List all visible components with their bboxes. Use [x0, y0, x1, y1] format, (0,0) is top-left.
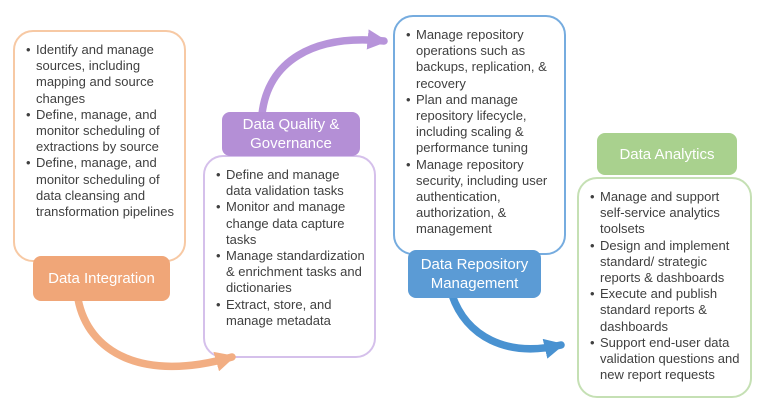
stage-label-data-integration: Data Integration: [33, 256, 170, 301]
bullet-item: Support end-user data validation questio…: [589, 335, 744, 384]
bullet-list-data-repository-management: Manage repository operations such as bac…: [405, 27, 558, 238]
bullet-list-data-integration: Identify and manage sources, including m…: [25, 42, 178, 220]
bullet-item: Manage and support self-service analytic…: [589, 189, 744, 238]
bullet-item: Plan and manage repository lifecycle, in…: [405, 92, 558, 157]
bullet-item: Execute and publish standard reports & d…: [589, 286, 744, 335]
bullet-item: Identify and manage sources, including m…: [25, 42, 178, 107]
bullet-item: Define, manage, and monitor scheduling o…: [25, 107, 178, 156]
bullet-item: Define and manage data validation tasks: [215, 167, 368, 199]
bullet-item: Manage repository security, including us…: [405, 157, 558, 238]
stage-label-data-analytics: Data Analytics: [597, 133, 737, 175]
bullet-list-data-analytics: Manage and support self-service analytic…: [589, 189, 744, 383]
arrow-repository-to-analytics: [448, 291, 565, 359]
stage-card-data-quality-governance: Define and manage data validation tasks …: [203, 155, 376, 358]
stage-label-data-repository-management: Data Repository Management: [408, 250, 541, 298]
stage-card-data-integration: Identify and manage sources, including m…: [13, 30, 186, 262]
bullet-item: Monitor and manage change data capture t…: [215, 199, 368, 248]
bullet-item: Design and implement standard/ strategic…: [589, 238, 744, 287]
bullet-item: Define, manage, and monitor scheduling o…: [25, 155, 178, 220]
stage-card-data-analytics: Manage and support self-service analytic…: [577, 177, 752, 398]
bullet-item: Manage standardization & enrichment task…: [215, 248, 368, 297]
stage-label-data-quality-governance: Data Quality & Governance: [222, 112, 360, 156]
stage-card-data-repository-management: Manage repository operations such as bac…: [393, 15, 566, 255]
bullet-item: Extract, store, and manage metadata: [215, 297, 368, 329]
bullet-list-data-quality-governance: Define and manage data validation tasks …: [215, 167, 368, 329]
bullet-item: Manage repository operations such as bac…: [405, 27, 558, 92]
arrow-quality-to-repository: [258, 29, 388, 118]
